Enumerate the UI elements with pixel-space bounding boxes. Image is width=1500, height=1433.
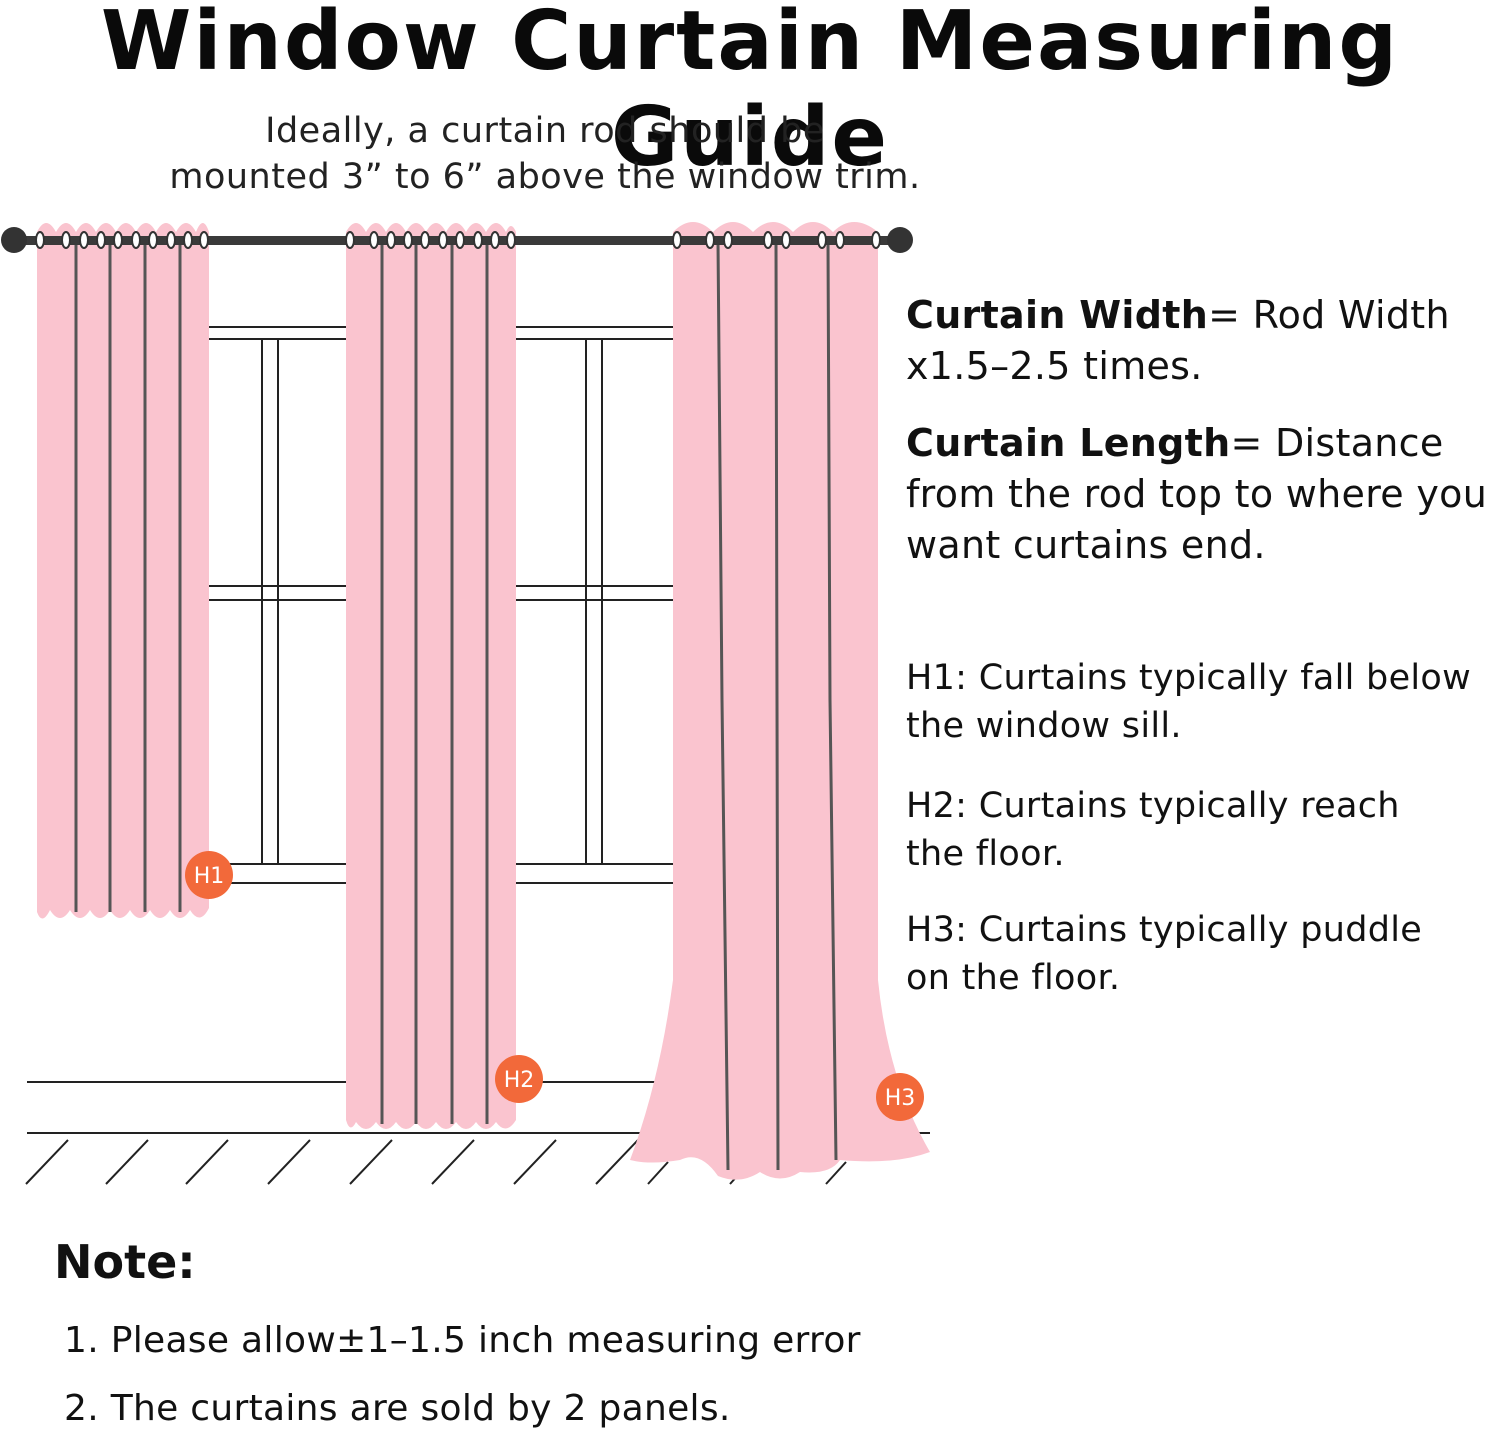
curtain-width-text-2: x1.5–2.5 times. <box>906 344 1203 388</box>
curtain-width-label: Curtain Width <box>906 293 1209 337</box>
curtain-width-info: Curtain Width= Rod Width x1.5–2.5 times. <box>906 290 1450 392</box>
badge-h3: H3 <box>876 1073 924 1121</box>
h1-note: H1: Curtains typically fall below the wi… <box>906 654 1471 750</box>
badge-h1-label: H1 <box>194 864 225 889</box>
mount-note: Ideally, a curtain rod should be mounted… <box>150 108 940 200</box>
mount-note-line-1: Ideally, a curtain rod should be <box>265 111 825 151</box>
curtain-length-info: Curtain Length= Distance from the rod to… <box>906 418 1487 571</box>
grommets <box>35 231 881 249</box>
curtain-length-text-2: from the rod top to where you <box>906 472 1488 516</box>
page-title: Window Curtain Measuring Guide <box>100 0 1400 185</box>
h2-note: H2: Curtains typically reach the floor. <box>906 782 1400 878</box>
h2-note-line-1: H2: Curtains typically reach <box>906 786 1400 826</box>
h1-note-line-2: the window sill. <box>906 706 1182 746</box>
curtain-length-label: Curtain Length <box>906 421 1231 465</box>
badge-h3-label: H3 <box>885 1086 916 1111</box>
curtain-width-text-1: = Rod Width <box>1208 293 1450 337</box>
curtain-length-text-1: = Distance <box>1230 421 1444 465</box>
h3-note: H3: Curtains typically puddle on the flo… <box>906 906 1422 1002</box>
note-heading: Note: <box>54 1235 196 1289</box>
h1-note-line-1: H1: Curtains typically fall below <box>906 658 1472 698</box>
mount-note-line-2: mounted 3” to 6” above the window trim. <box>169 157 921 197</box>
curtain-h3 <box>630 222 930 1180</box>
badge-h2: H2 <box>495 1055 543 1103</box>
badge-h2-label: H2 <box>504 1068 535 1093</box>
h3-note-line-2: on the floor. <box>906 958 1121 998</box>
curtain-h1 <box>37 223 209 919</box>
h2-note-line-2: the floor. <box>906 834 1065 874</box>
curtain-length-text-3: want curtains end. <box>906 523 1266 567</box>
badge-h1: H1 <box>185 851 233 899</box>
note-item-2: 2. The curtains are sold by 2 panels. <box>64 1388 731 1429</box>
h3-note-line-1: H3: Curtains typically puddle <box>906 910 1423 950</box>
note-item-1: 1. Please allow±1–1.5 inch measuring err… <box>64 1320 861 1361</box>
curtain-h2 <box>346 223 516 1129</box>
